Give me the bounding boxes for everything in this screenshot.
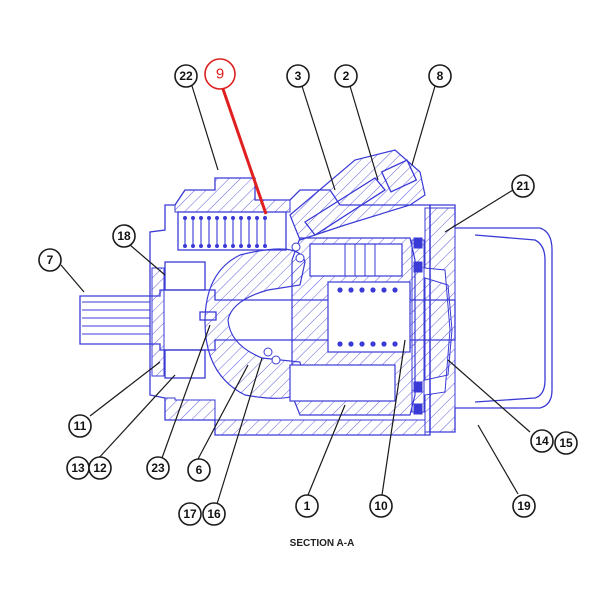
callout-13[interactable]: 13 <box>66 456 90 480</box>
spring-coil-dots <box>183 216 267 248</box>
leader-8 <box>411 85 436 166</box>
leader-7 <box>60 264 85 293</box>
callout-14[interactable]: 14 <box>530 429 554 453</box>
end-cover-inner <box>474 234 546 403</box>
front-bearing <box>164 261 206 291</box>
callout-21[interactable]: 21 <box>511 174 535 198</box>
callout-6-label: 6 <box>196 463 203 477</box>
piston-upper <box>309 243 403 277</box>
spring-chamber <box>177 211 287 251</box>
leader-21 <box>444 189 514 233</box>
control-piston <box>304 177 386 236</box>
callout-22[interactable]: 22 <box>174 64 198 88</box>
shaft-spline <box>82 301 150 335</box>
callout-1[interactable]: 1 <box>295 494 319 518</box>
callout-10-label: 10 <box>374 499 388 513</box>
callout-11-label: 11 <box>74 419 87 433</box>
shaft-seal <box>151 267 165 377</box>
callout-17-label: 17 <box>183 507 197 521</box>
leader-12 <box>96 374 176 461</box>
callout-10[interactable]: 10 <box>369 494 393 518</box>
callout-19-label: 19 <box>517 499 531 513</box>
leader-2 <box>349 85 379 181</box>
leader-23 <box>161 324 211 459</box>
callout-15-label: 15 <box>559 436 573 450</box>
center-spring <box>337 287 398 347</box>
leader-lines <box>60 85 531 505</box>
callout-11[interactable]: 11 <box>68 414 92 438</box>
spring-coils <box>184 218 266 246</box>
callout-1-label: 1 <box>304 499 311 513</box>
end-cover-outline <box>429 204 553 433</box>
piston-rings <box>344 244 376 276</box>
front-bearing-lower <box>164 349 206 379</box>
callout-21-label: 21 <box>516 179 530 193</box>
callout-14-label: 14 <box>535 434 549 448</box>
pump-cross-section <box>79 149 553 436</box>
leader-10 <box>381 339 406 496</box>
section-caption: SECTION A-A <box>290 538 355 549</box>
housing-wall-bottom <box>164 397 426 436</box>
callout-2-label: 2 <box>343 69 350 83</box>
callout-13-label: 13 <box>71 461 85 475</box>
callout-18[interactable]: 18 <box>112 224 136 248</box>
leader-14 <box>447 359 531 433</box>
leader-3 <box>301 85 336 191</box>
callout-2[interactable]: 2 <box>334 64 358 88</box>
callout-8[interactable]: 8 <box>428 64 452 88</box>
callout-group: 22 3 2 8 21 18 7 11 <box>38 58 578 526</box>
callout-9-highlight[interactable]: 9 <box>204 58 236 90</box>
leader-11 <box>89 361 161 417</box>
leader-18 <box>129 244 166 276</box>
callout-12-label: 12 <box>93 461 107 475</box>
callout-7[interactable]: 7 <box>38 248 62 272</box>
callout-16-label: 16 <box>207 507 221 521</box>
piston-lower <box>289 364 396 402</box>
callout-9-label: 9 <box>216 66 224 83</box>
leader-19 <box>477 424 519 495</box>
callout-19[interactable]: 19 <box>512 494 536 518</box>
leader-22 <box>191 85 219 171</box>
shaft-key <box>199 311 217 321</box>
housing-wall-top <box>174 177 291 213</box>
callout-23-label: 23 <box>151 461 165 475</box>
callout-7-label: 7 <box>47 253 54 267</box>
callout-17[interactable]: 17 <box>178 502 202 526</box>
control-piston-housing <box>289 149 426 241</box>
callout-3-label: 3 <box>295 69 302 83</box>
callout-16[interactable]: 16 <box>202 502 226 526</box>
adjust-screw <box>380 159 418 193</box>
leader-9-highlight <box>220 85 268 215</box>
callout-6[interactable]: 6 <box>187 458 211 482</box>
callout-18-label: 18 <box>117 229 131 243</box>
leader-16 <box>216 357 263 505</box>
retainer-balls <box>263 242 305 365</box>
callout-3[interactable]: 3 <box>286 64 310 88</box>
center-bore <box>327 281 411 353</box>
callout-15[interactable]: 15 <box>554 431 578 455</box>
leader-1 <box>307 404 346 496</box>
callout-22-label: 22 <box>179 69 193 83</box>
callout-8-label: 8 <box>437 69 444 83</box>
valve-plate-pins <box>413 237 423 415</box>
callout-23[interactable]: 23 <box>146 456 170 480</box>
callout-12[interactable]: 12 <box>88 456 112 480</box>
rear-bearing <box>424 277 453 381</box>
leader-6 <box>197 364 249 460</box>
